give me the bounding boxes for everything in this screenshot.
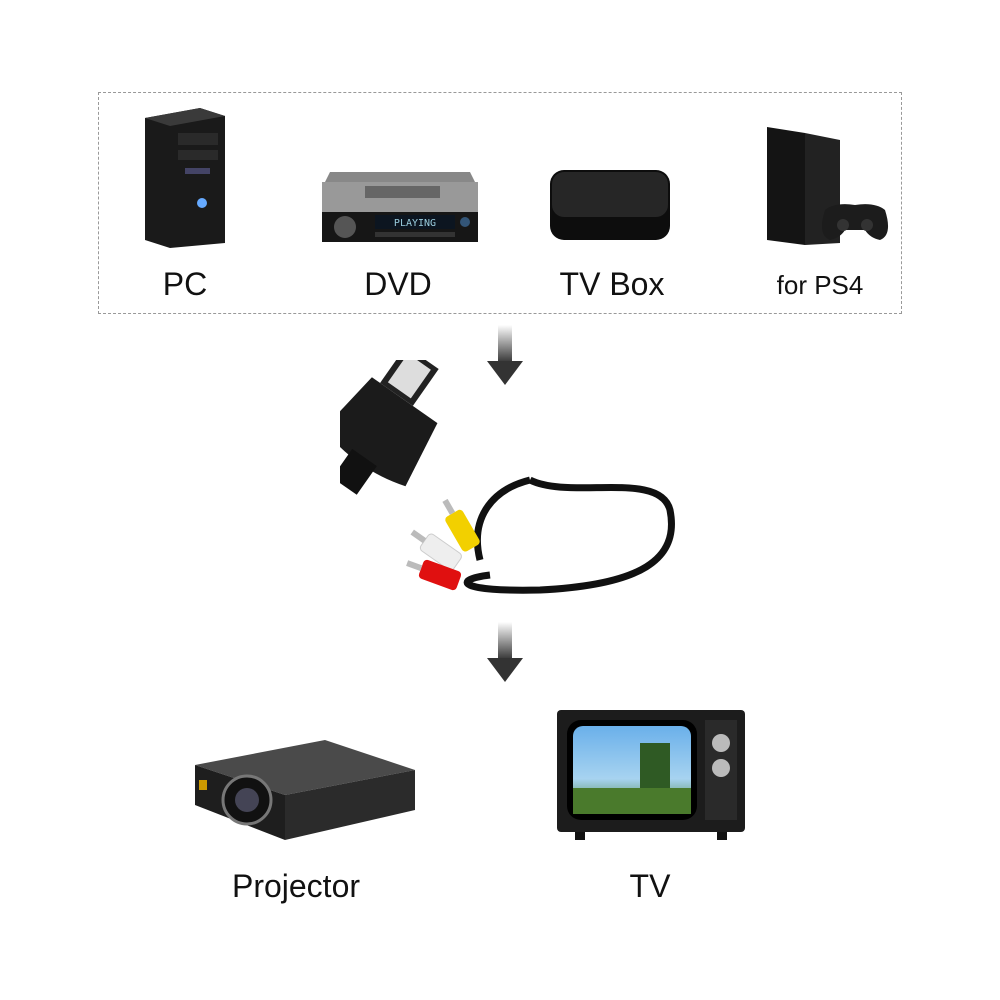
source-label-ps4: for PS4 [776,270,864,300]
rca-plug-white [410,529,462,571]
rca-plug-yellow [442,498,480,552]
source-label-pc: PC [162,266,208,302]
source-devices-box [98,92,902,314]
output-label-tv: TV [629,868,671,904]
output-label-projector: Projector [231,868,361,904]
arrow-down-icon [487,622,523,682]
pc-tower-icon [145,108,225,248]
dvd-display-text: PLAYING [394,218,436,229]
dvd-player-icon: PLAYING [322,172,478,242]
rca-plug-red [406,559,462,591]
projector-icon [195,740,415,840]
retro-tv-icon [557,710,745,840]
tv-box-icon [550,170,670,240]
source-label-tv-box: TV Box [559,266,665,302]
ps4-console-icon [767,127,889,245]
hdmi-to-rca-cable-image [340,360,675,594]
source-label-dvd: DVD [364,266,432,302]
arrow-down-icon [487,325,523,385]
